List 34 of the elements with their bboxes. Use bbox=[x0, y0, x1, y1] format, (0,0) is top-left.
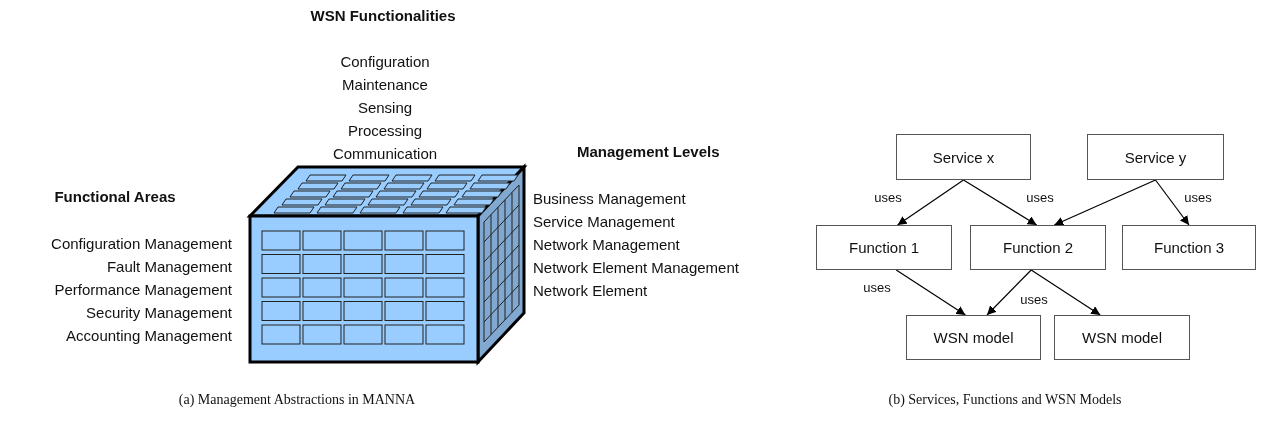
list-item: Sensing bbox=[357, 99, 413, 117]
function-box: Function 1 bbox=[816, 225, 952, 270]
list-item: Processing bbox=[347, 122, 423, 140]
caption: (b) Services, Functions and WSN Models bbox=[888, 391, 1122, 409]
list-item: Network Management bbox=[533, 236, 680, 254]
list-item: Fault Management bbox=[106, 258, 232, 276]
caption: (a) Management Abstractions in MANNA bbox=[178, 391, 416, 409]
list-item: Network Element bbox=[533, 282, 648, 300]
arrow bbox=[895, 269, 966, 316]
arrow bbox=[986, 269, 1032, 316]
list-item: Configuration bbox=[340, 53, 430, 71]
list-item: Configuration Management bbox=[51, 235, 232, 253]
list-item: Network Element Management bbox=[533, 259, 739, 277]
heading: WSN Functionalities bbox=[310, 7, 456, 25]
arrow bbox=[1154, 179, 1190, 226]
heading: Functional Areas bbox=[54, 188, 176, 206]
service-box: Service y bbox=[1087, 134, 1224, 180]
heading: Management Levels bbox=[577, 143, 720, 161]
list-item: Service Management bbox=[533, 213, 675, 231]
arrow bbox=[897, 179, 965, 226]
list-item: Performance Management bbox=[54, 281, 232, 299]
function-box: Function 3 bbox=[1122, 225, 1256, 270]
arrow bbox=[1053, 179, 1157, 226]
list-item: Accounting Management bbox=[66, 327, 232, 345]
list-item: Communication bbox=[332, 145, 438, 163]
arrow bbox=[1030, 269, 1101, 316]
list-item: Business Management bbox=[533, 190, 686, 208]
model-box: WSN model bbox=[1054, 315, 1190, 360]
function-box: Function 2 bbox=[970, 225, 1106, 270]
model-box: WSN model bbox=[906, 315, 1041, 360]
arrow bbox=[962, 179, 1038, 226]
service-box: Service x bbox=[896, 134, 1031, 180]
list-item: Security Management bbox=[86, 304, 232, 322]
list-item: Maintenance bbox=[342, 76, 428, 94]
